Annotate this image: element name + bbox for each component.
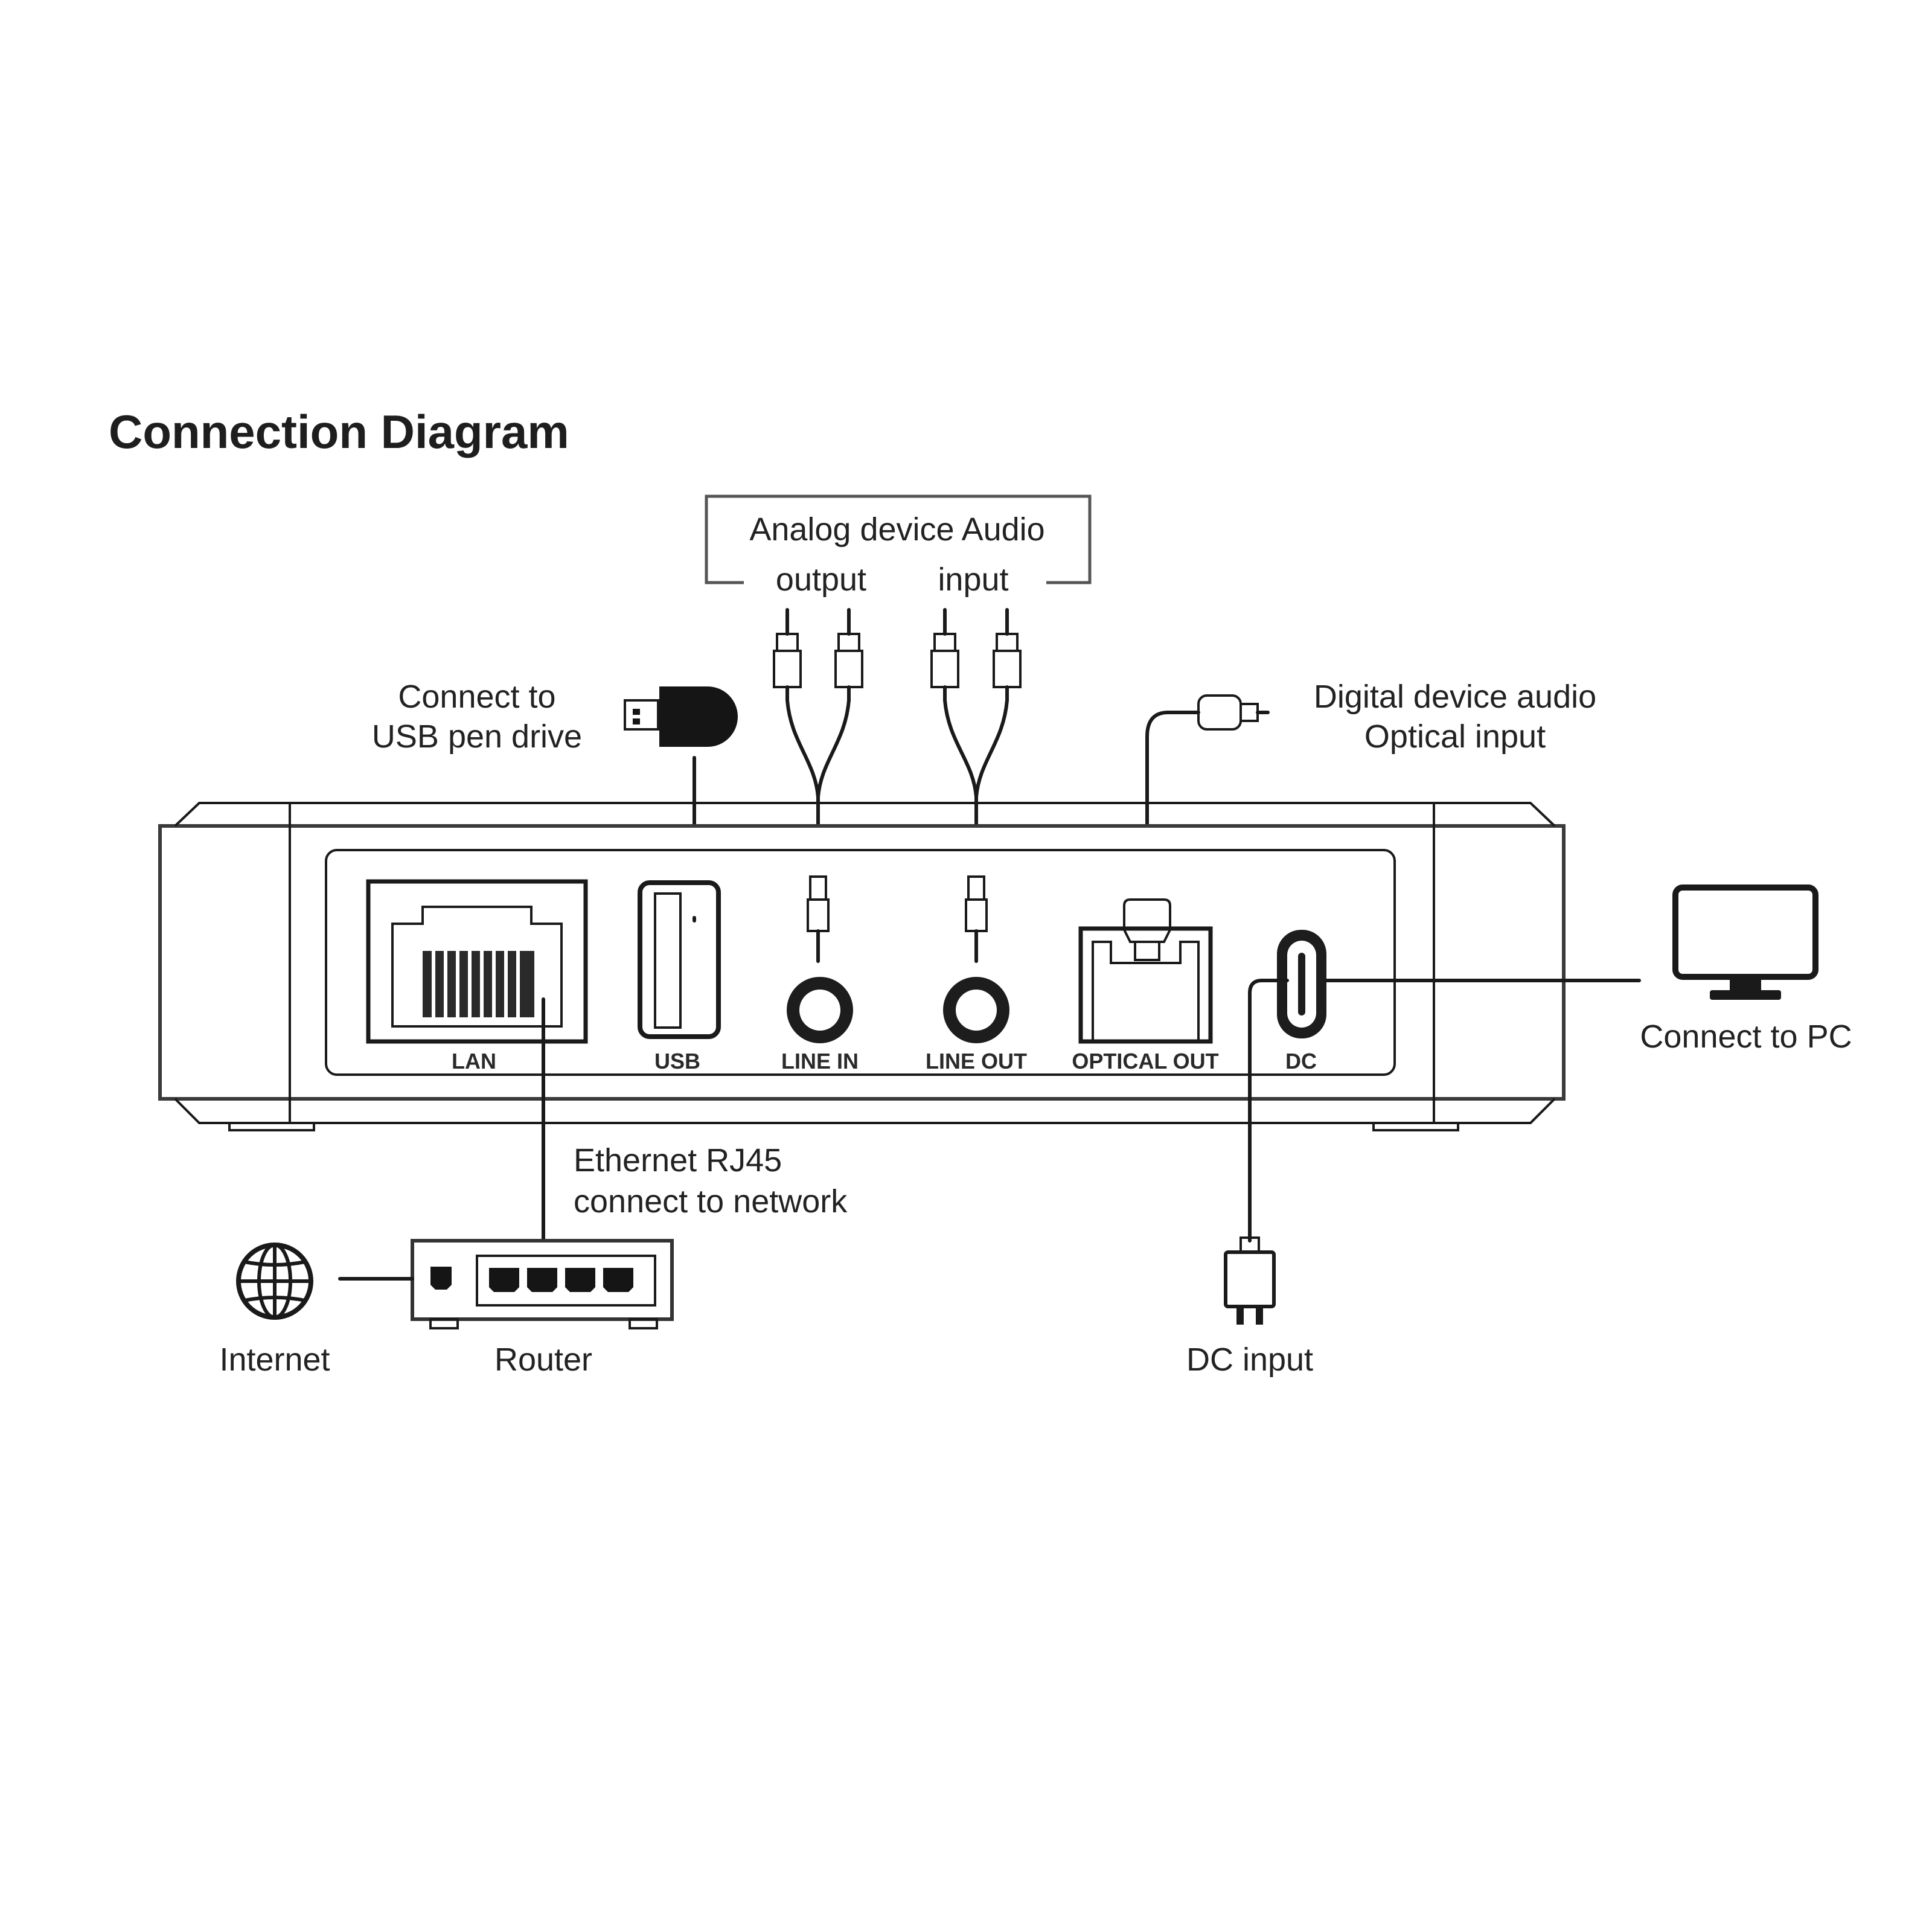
ethernet-callout-line1: Ethernet RJ45: [574, 1142, 782, 1179]
streamer-device-rear: [158, 802, 1566, 1131]
optical-plug-icon: [1145, 694, 1270, 907]
power-plug-icon: [1224, 979, 1289, 1325]
analog-input-label: input: [938, 561, 1008, 598]
rca-plug-icon: [773, 608, 1022, 877]
usb-port: [638, 880, 721, 1039]
router-callout: Router: [494, 1342, 592, 1378]
pc-callout: Connect to PC: [1640, 1019, 1852, 1055]
line-out-jack: [943, 875, 1009, 1043]
dc-port: [1277, 930, 1326, 1038]
globe-icon: [236, 1243, 313, 1320]
optical-out-port: [1078, 898, 1213, 1044]
analog-callout-label: Analog device Audio: [749, 511, 1044, 548]
port-label-line-in: LINE IN: [781, 1049, 859, 1073]
usb-callout-line1: Connect to: [398, 679, 555, 715]
page-title: Connection Diagram: [109, 405, 569, 458]
monitor-icon: [1672, 884, 1818, 1000]
lan-port: [366, 879, 588, 1044]
analog-output-label: output: [776, 561, 866, 598]
port-label-lan: LAN: [452, 1049, 496, 1073]
port-label-optical-out: OPTICAL OUT: [1072, 1049, 1218, 1073]
ethernet-callout-line2: connect to network: [574, 1183, 848, 1220]
router-icon: [411, 1239, 674, 1329]
usb-callout-line2: USB pen drive: [372, 718, 582, 755]
port-label-dc: DC: [1285, 1049, 1317, 1073]
analog-callout-bracket: [705, 494, 1092, 584]
optical-callout-line2: Optical input: [1364, 718, 1546, 755]
dc-input-callout: DC input: [1186, 1342, 1313, 1378]
port-label-line-out: LINE OUT: [926, 1049, 1027, 1073]
internet-callout: Internet: [219, 1342, 330, 1378]
port-label-usb: USB: [654, 1049, 700, 1073]
line-in-jack: [787, 875, 853, 1043]
optical-callout-line1: Digital device audio: [1314, 679, 1596, 715]
